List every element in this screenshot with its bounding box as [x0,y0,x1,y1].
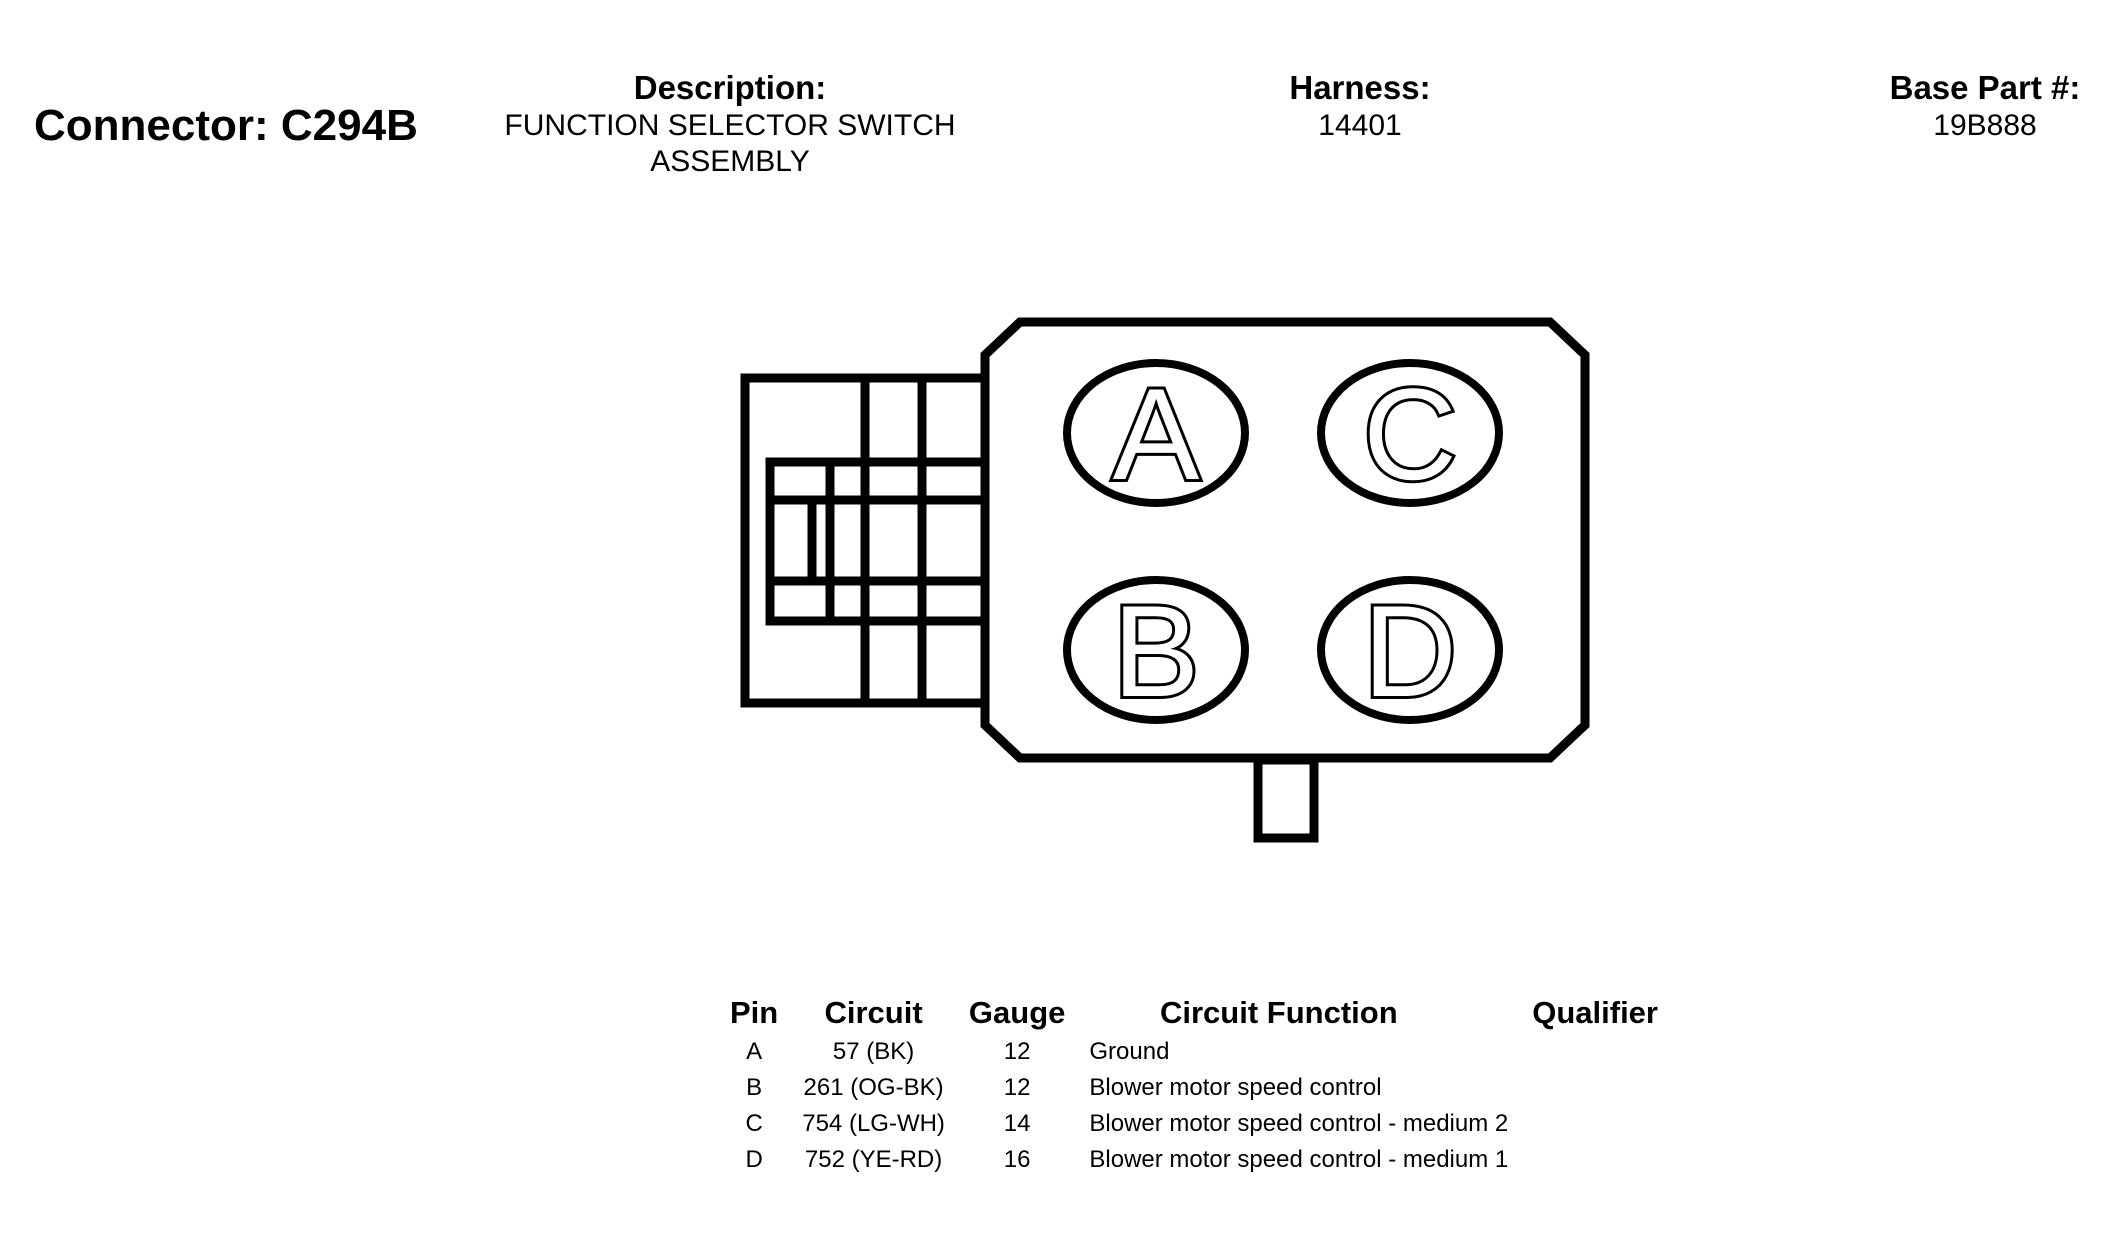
cell-qualifier [1520,1070,1670,1106]
cell-gauge: 14 [1003,1110,1031,1137]
pin-b-outline [1063,576,1249,724]
pin-c-label: C [1363,361,1457,507]
cell-qualifier [1520,1034,1670,1070]
latch-tongue [765,457,835,626]
pin-a-label: A [1113,361,1200,507]
pin-b-label: B [1113,578,1200,724]
cell-function: Ground [1089,1038,1170,1065]
description-block: Description: FUNCTION SELECTOR SWITCH AS… [470,68,990,180]
harness-label: Harness: [1289,69,1431,106]
base-part-label: Base Part #: [1889,69,2081,106]
header-circuit: Circuit [824,995,923,1030]
description-line-1: FUNCTION SELECTOR SWITCH [504,109,956,142]
header-pin: Pin [730,995,779,1030]
harness-block: Harness: 14401 [1220,68,1500,144]
cell-function: Blower motor speed control - medium 1 [1089,1146,1509,1173]
table-header-row: Pin Circuit Gauge Circuit Function Quali… [718,992,1670,1034]
header-gauge: Gauge [968,995,1066,1030]
table-row: A 57 (BK) 12 Ground [718,1034,1670,1070]
pin-table: Pin Circuit Gauge Circuit Function Quali… [718,992,1670,1178]
cell-function: Blower motor speed control [1089,1074,1382,1101]
description-label: Description: [633,69,827,106]
pin-d-label: D [1363,578,1457,724]
harness-value: 14401 [1318,109,1402,142]
pin-a-outline [1063,359,1249,507]
cell-gauge: 12 [1003,1038,1031,1065]
cell-gauge: 16 [1003,1146,1031,1173]
cell-pin: D [745,1146,763,1173]
table-row: C 754 (LG-WH) 14 Blower motor speed cont… [718,1106,1670,1142]
header-circuit-function: Circuit Function [1159,995,1398,1030]
base-part-value: 19B888 [1933,109,2037,142]
cell-pin: C [745,1110,763,1137]
pin-d-outline [1317,576,1503,724]
table-row: B 261 (OG-BK) 12 Blower motor speed cont… [718,1070,1670,1106]
connector-body [980,317,1590,763]
description-line-2: ASSEMBLY [650,145,810,178]
cell-circuit: 57 (BK) [832,1038,915,1065]
header-qualifier: Qualifier [1532,995,1658,1030]
cell-circuit: 261 (OG-BK) [803,1074,944,1101]
connector-title: Connector: C294B [34,101,418,150]
cell-gauge: 12 [1003,1074,1031,1101]
table-row: D 752 (YE-RD) 16 Blower motor speed cont… [718,1142,1670,1178]
cell-qualifier [1520,1106,1670,1142]
cell-pin: A [746,1038,763,1065]
cell-qualifier [1520,1142,1670,1178]
locking-tab [1253,755,1319,843]
pin-c-outline [1317,359,1503,507]
base-part-block: Base Part #: 19B888 [1830,68,2103,144]
cell-function: Blower motor speed control - medium 2 [1089,1110,1509,1137]
cell-circuit: 752 (YE-RD) [804,1146,943,1173]
cell-circuit: 754 (LG-WH) [802,1110,945,1137]
cell-pin: B [746,1074,763,1101]
